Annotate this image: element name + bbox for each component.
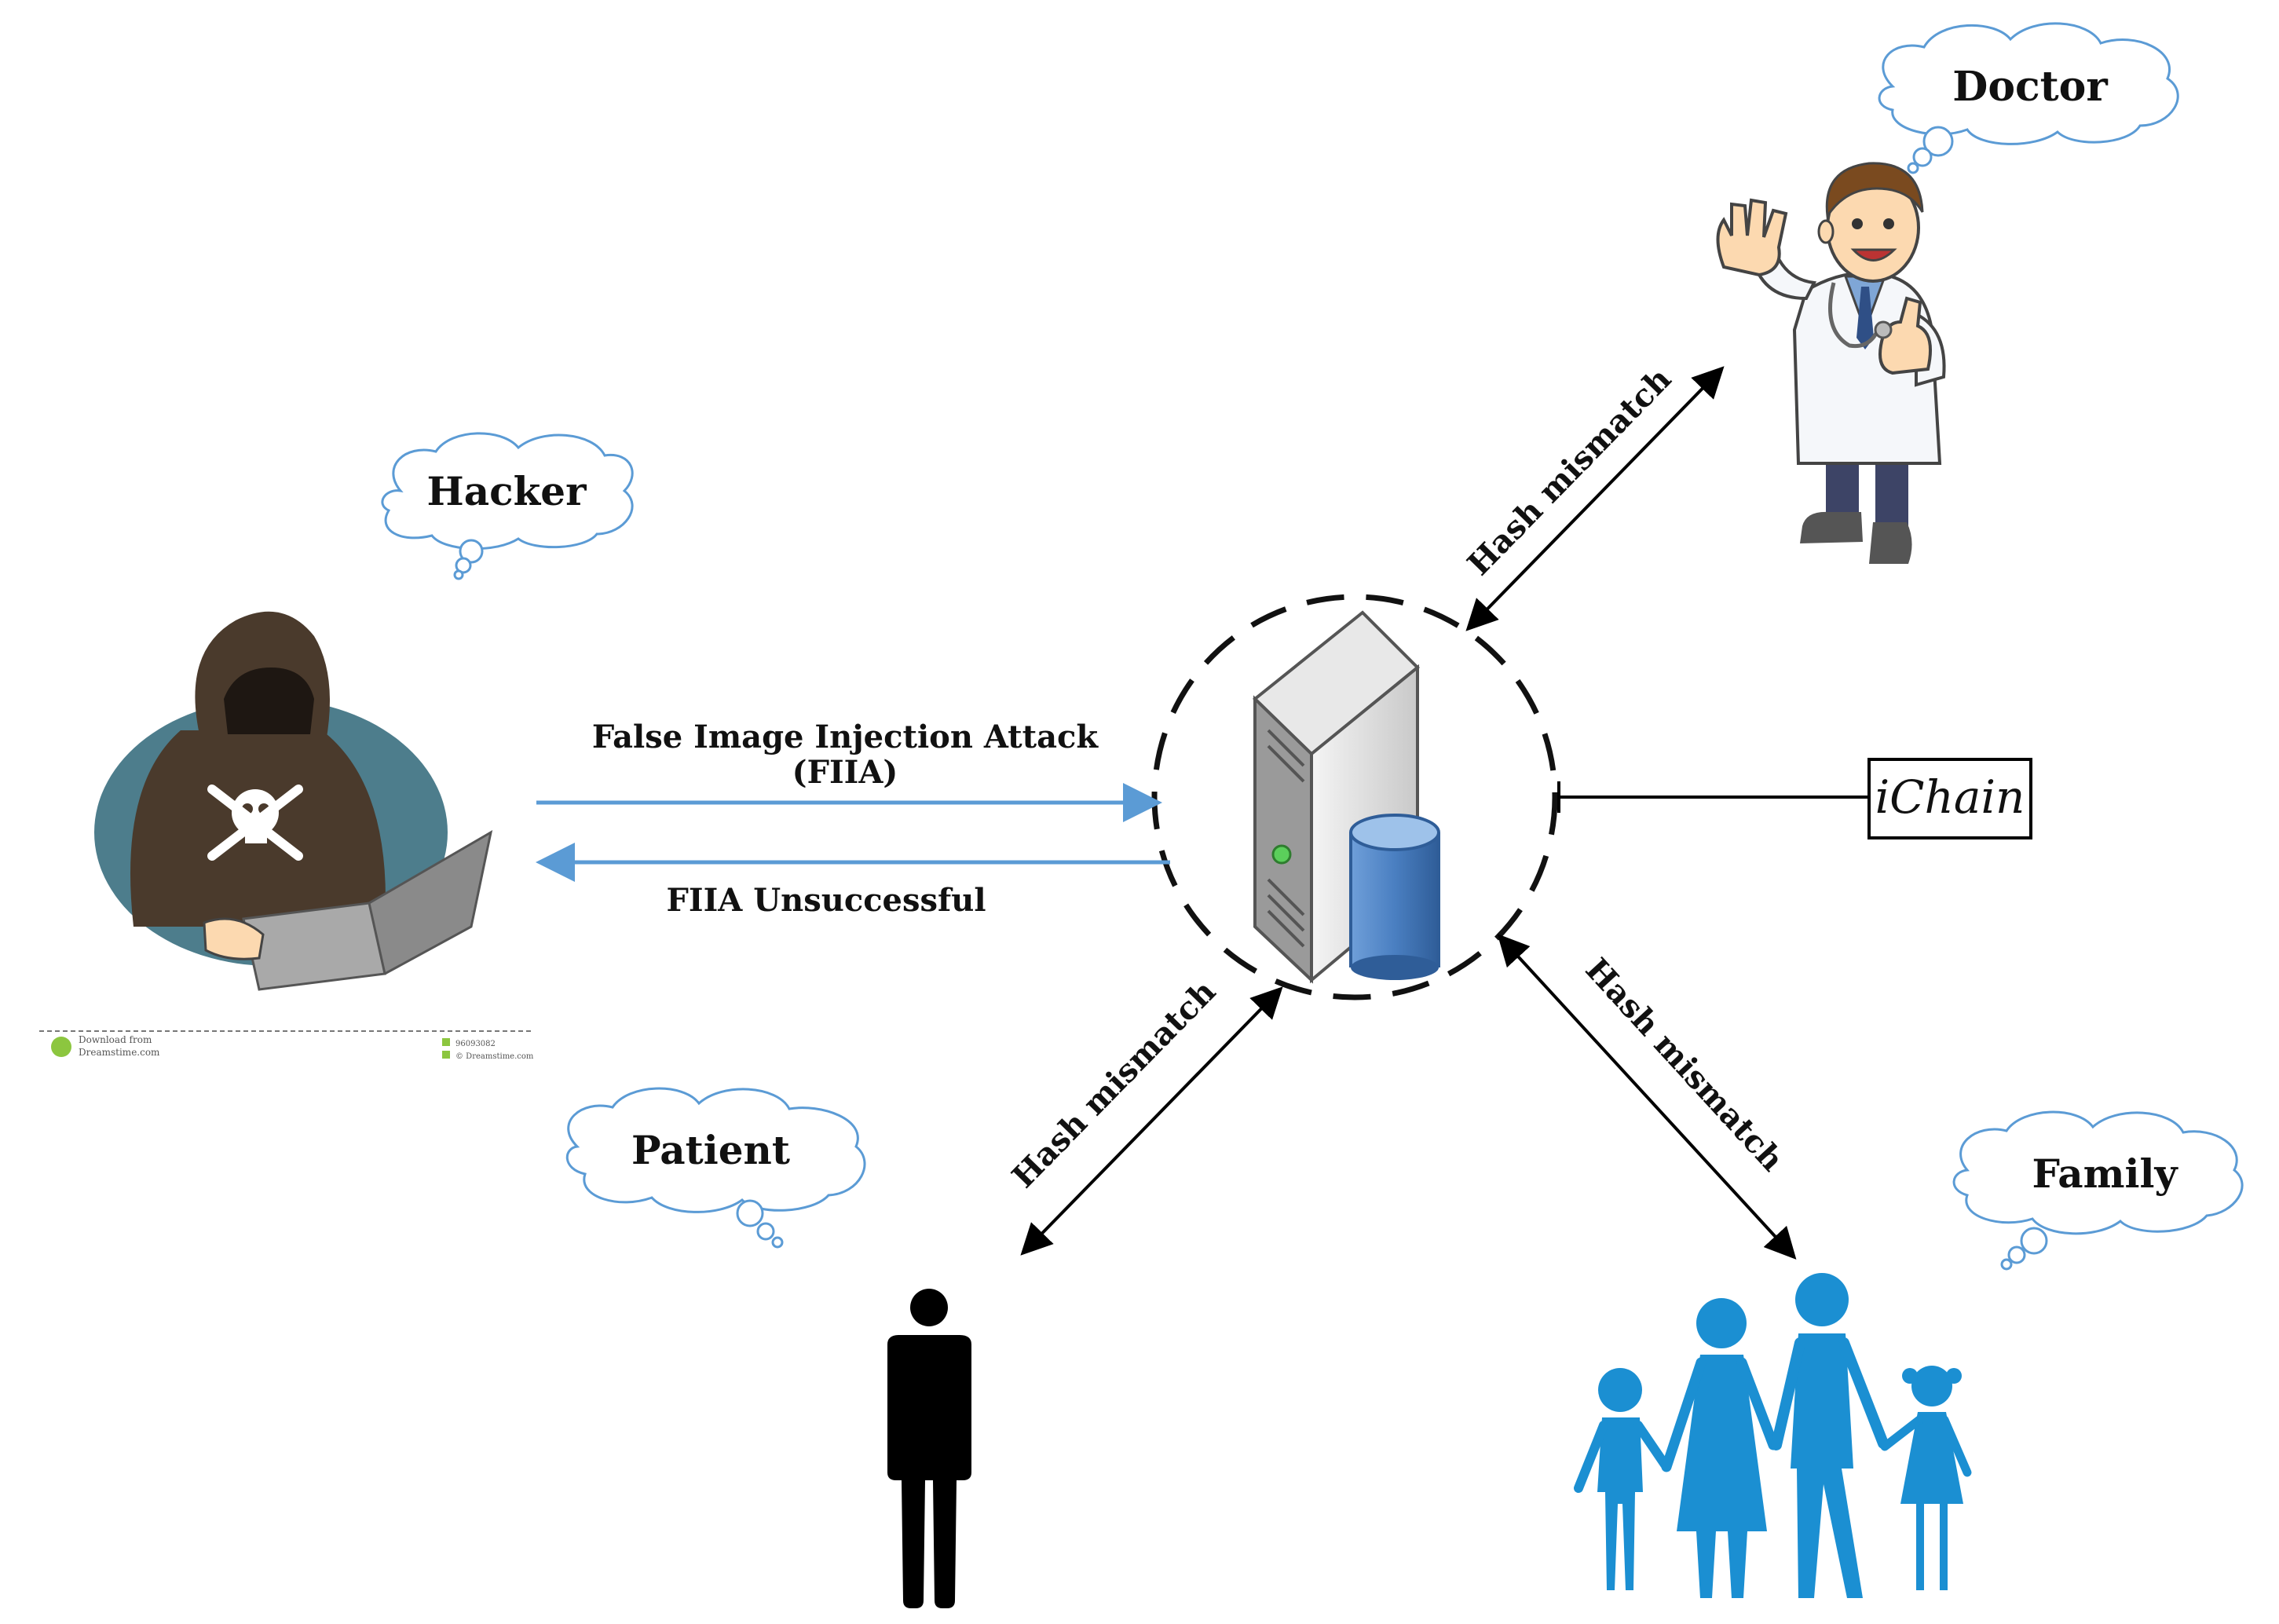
hacker-label: Hacker — [427, 468, 587, 514]
database-icon — [1349, 814, 1440, 980]
server-node — [1151, 594, 1558, 1000]
doctor-cloud: Doctor — [1878, 22, 2179, 174]
ichain-box: iChain — [1867, 758, 2032, 839]
attack-arrow: False Image Injection Attack (FIIA) — [536, 719, 1162, 822]
family-cloud: Family — [1952, 1110, 2244, 1271]
power-led-icon — [1271, 844, 1292, 865]
hacker-illustration: Download from Dreamstime.com 96093082 © … — [39, 611, 534, 1061]
attack-result-arrow: FIIA Unsuccessful — [536, 843, 1170, 919]
hacker-cloud: Hacker — [381, 432, 634, 580]
watermark-line2: Dreamstime.com — [79, 1047, 160, 1058]
attack-result-label: FIIA Unsuccessful — [666, 882, 986, 919]
patient-label: Patient — [631, 1127, 790, 1173]
family-link-label: Hash mismatch — [1578, 951, 1791, 1178]
patient-cloud: Patient — [565, 1087, 866, 1249]
watermark-credit: © Dreamstime.com — [455, 1052, 534, 1061]
family-link: Hash mismatch — [1497, 934, 1797, 1260]
family-label: Family — [2032, 1150, 2178, 1197]
watermark-id: 96093082 — [455, 1040, 496, 1048]
patient-figure — [887, 1289, 971, 1608]
ichain-link — [1557, 781, 1869, 813]
attack-label-line2: (FIIA) — [792, 754, 898, 791]
doctor-illustration — [1716, 162, 1946, 564]
doctor-link-label: Hash mismatch — [1460, 360, 1678, 583]
doctor-link: Hash mismatch — [1460, 360, 1725, 631]
doctor-label: Doctor — [1952, 63, 2108, 111]
ichain-label: iChain — [1875, 770, 2025, 824]
attack-label-line1: False Image Injection Attack — [592, 719, 1099, 755]
watermark-line1: Download from — [79, 1034, 152, 1045]
patient-link: Hash mismatch — [1004, 973, 1283, 1256]
family-figure — [1574, 1273, 1972, 1598]
